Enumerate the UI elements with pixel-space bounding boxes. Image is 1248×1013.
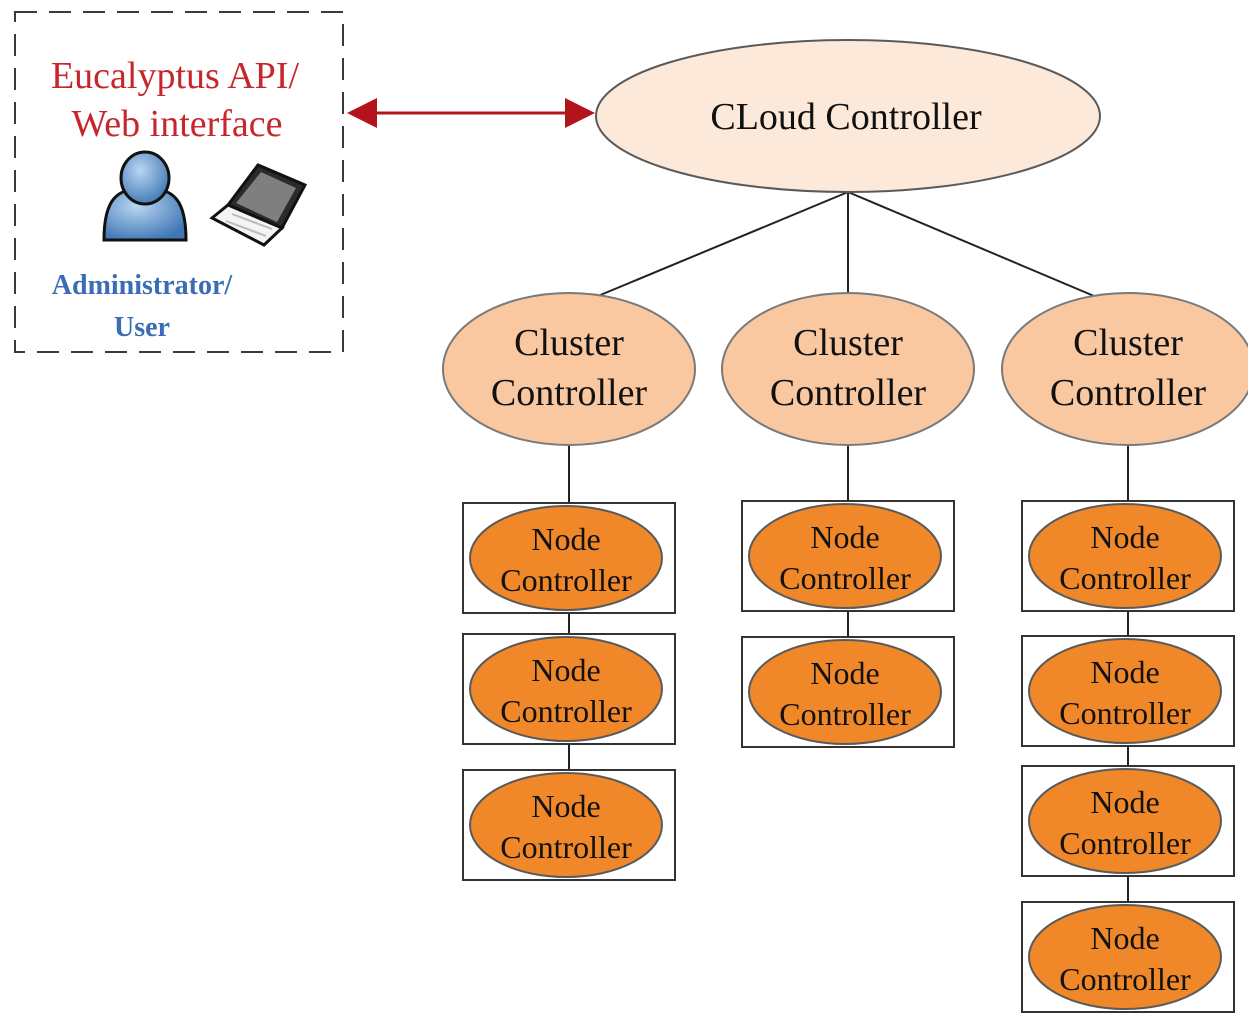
cluster-controller-label-line2: Controller xyxy=(1050,372,1207,414)
node-controller-label-line2: Controller xyxy=(500,829,632,865)
cluster-controller-label-line1: Cluster xyxy=(1073,322,1183,364)
node-controller-shape xyxy=(1028,638,1222,744)
node-controller-shape xyxy=(748,503,942,609)
cluster-column-1: ClusterControllerNodeControllerNodeContr… xyxy=(442,292,696,881)
node-controller-label-line1: Node xyxy=(810,519,879,555)
api-label-line2: Web interface xyxy=(71,103,282,145)
cloud-controller-shape xyxy=(595,39,1101,193)
node-controller-label-line1: Node xyxy=(1090,519,1159,555)
node-controller-label-line1: Node xyxy=(810,655,879,691)
node-controller-label-line1: Node xyxy=(1090,784,1159,820)
cluster-controller-shape xyxy=(442,292,696,446)
cloud-link-1 xyxy=(597,191,849,297)
cluster-columns: ClusterControllerNodeControllerNodeContr… xyxy=(442,292,1248,1013)
role-label-line1: Administrator/ xyxy=(52,270,234,301)
cloud-links xyxy=(597,191,1095,297)
api-label-line1: Eucalyptus API/ xyxy=(51,55,299,97)
node-controller-label-line2: Controller xyxy=(1059,825,1191,861)
cloud-controller: CLoud Controller xyxy=(595,39,1101,193)
cluster-controller-label-line1: Cluster xyxy=(793,322,903,364)
cluster-controller-label-line2: Controller xyxy=(491,372,648,414)
cluster-controller-label-line1: Cluster xyxy=(514,322,624,364)
node-controller-label-line1: Node xyxy=(531,521,600,557)
cluster-column-3: ClusterControllerNodeControllerNodeContr… xyxy=(1001,292,1248,1013)
node-controller-label-line1: Node xyxy=(531,652,600,688)
client-dashed-box xyxy=(14,11,344,353)
cloud-link-3 xyxy=(847,191,1095,297)
node-controller-shape xyxy=(1028,904,1222,1010)
cluster-controller-shape xyxy=(1001,292,1248,446)
node-controller-label-line2: Controller xyxy=(500,562,632,598)
node-controller-label-line1: Node xyxy=(1090,920,1159,956)
node-controller-label-line2: Controller xyxy=(500,693,632,729)
node-controller-label-line2: Controller xyxy=(779,696,911,732)
node-controller-shape xyxy=(748,639,942,745)
node-controller-label-line1: Node xyxy=(531,788,600,824)
node-controller-label-line2: Controller xyxy=(1059,695,1191,731)
node-controller-label-line2: Controller xyxy=(1059,961,1191,997)
node-controller-shape xyxy=(469,772,663,878)
client-panel: Eucalyptus API/ Web interface Administra… xyxy=(14,11,344,353)
laptop-icon xyxy=(209,163,308,247)
node-controller-label-line2: Controller xyxy=(1059,560,1191,596)
node-controller-label-line2: Controller xyxy=(779,560,911,596)
cluster-column-2: ClusterControllerNodeControllerNodeContr… xyxy=(721,292,975,748)
cloud-controller-label: CLoud Controller xyxy=(710,96,982,138)
node-controller-label-line1: Node xyxy=(1090,654,1159,690)
node-controller-shape xyxy=(1028,503,1222,609)
node-controller-shape xyxy=(469,636,663,742)
cluster-controller-label-line2: Controller xyxy=(770,372,927,414)
user-icon xyxy=(102,150,188,242)
node-controller-shape xyxy=(1028,768,1222,874)
cluster-controller-shape xyxy=(721,292,975,446)
role-label-line2: User xyxy=(114,312,170,343)
node-controller-shape xyxy=(469,505,663,611)
